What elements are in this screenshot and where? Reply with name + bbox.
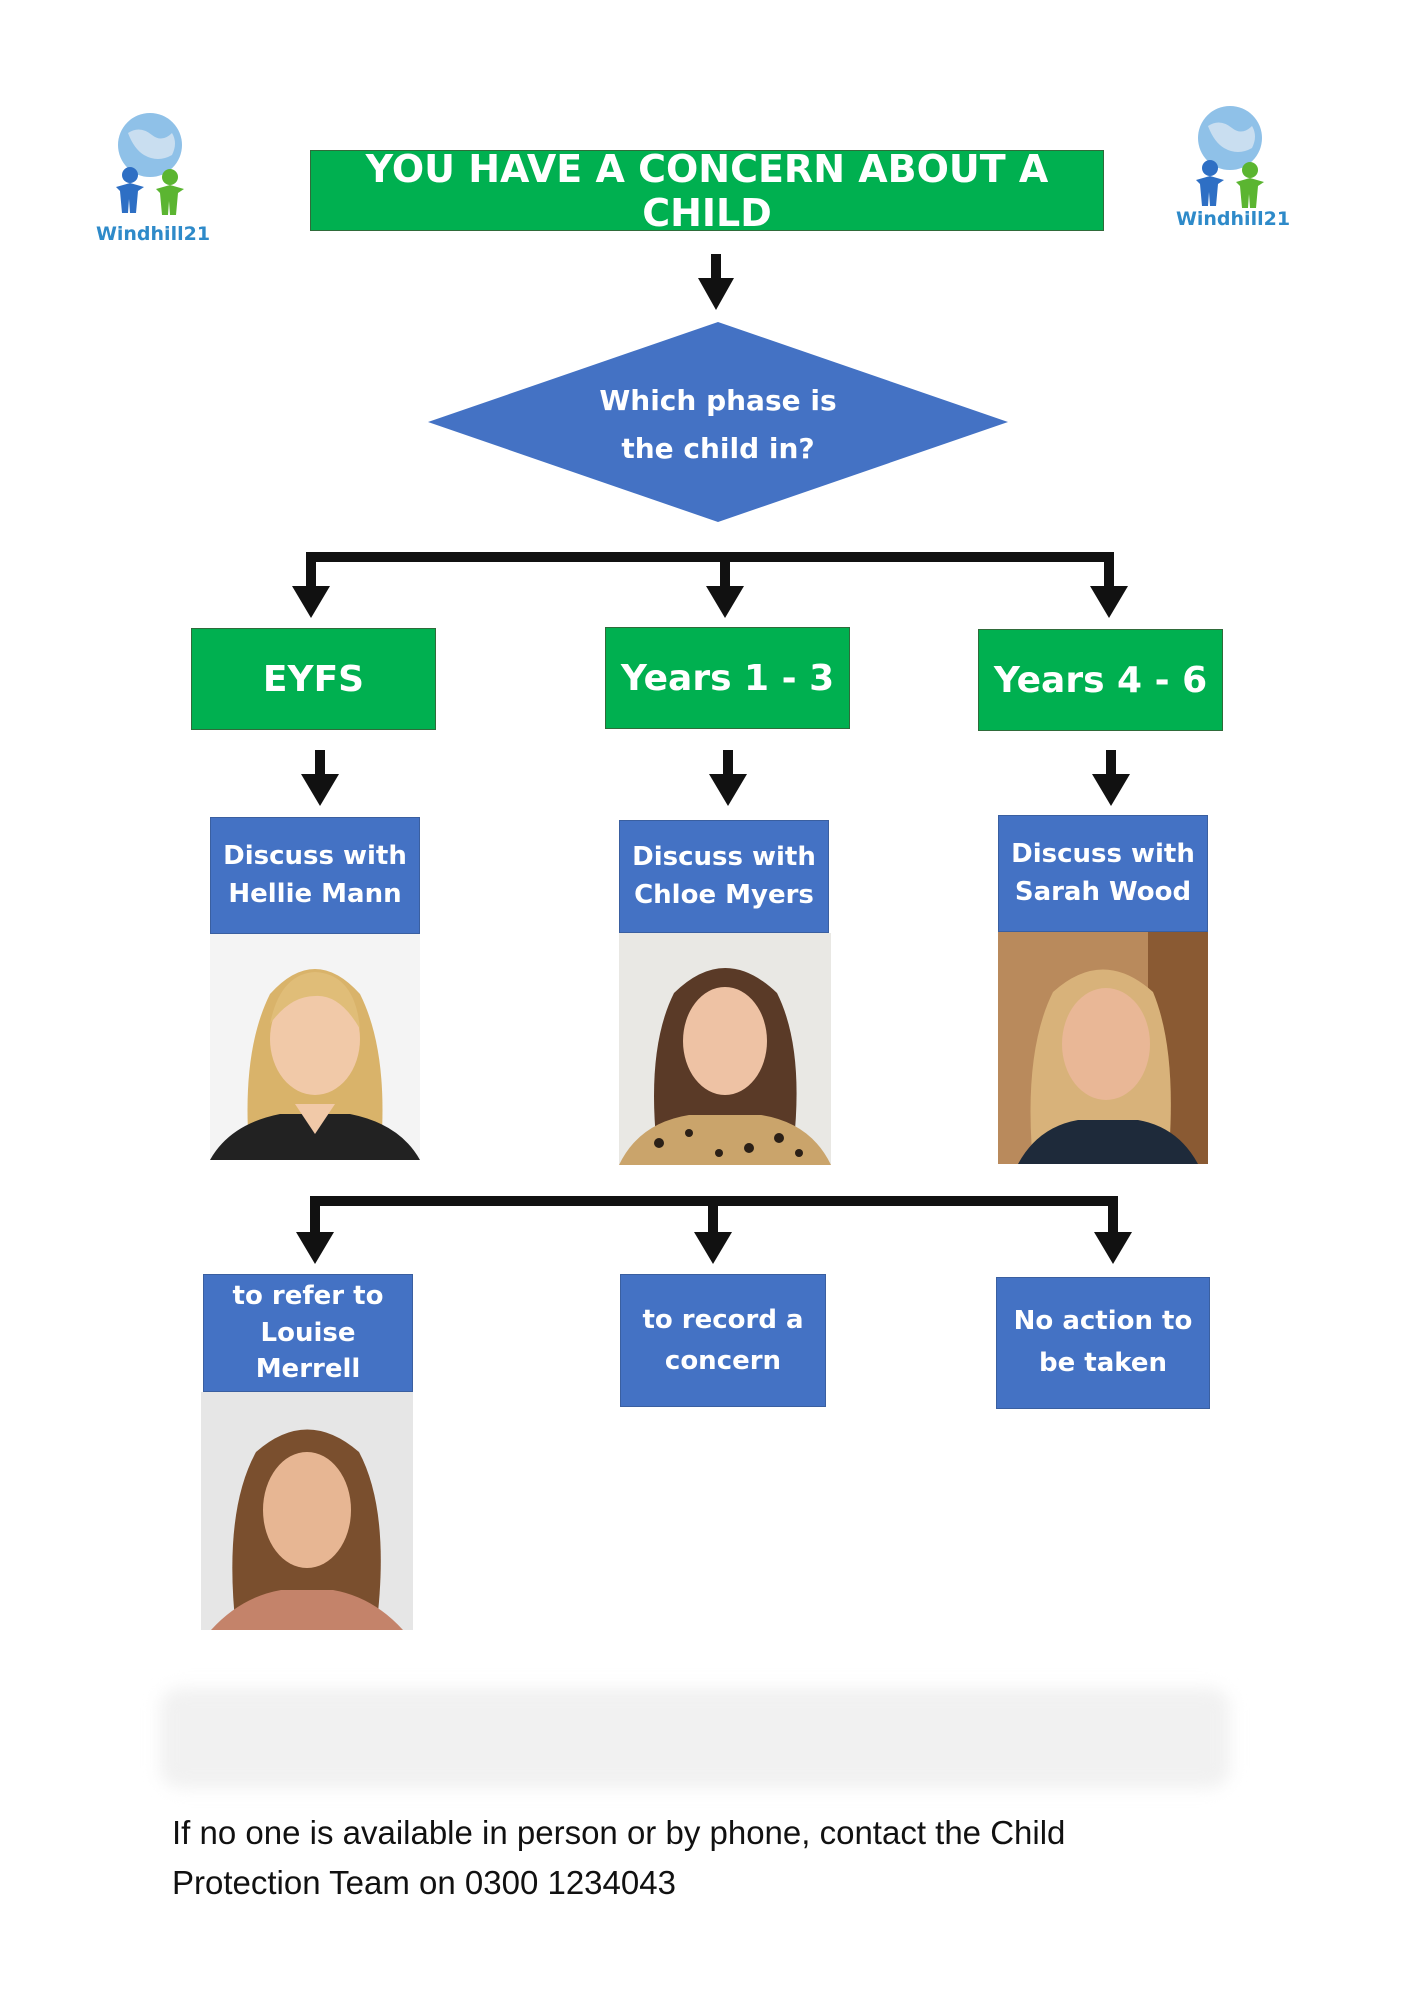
footer-line-2: Protection Team on 0300 1234043: [172, 1864, 676, 1901]
redacted-blur: [160, 1688, 1230, 1788]
outcome-line-2: be taken: [1038, 1348, 1167, 1378]
footer-line-1: If no one is available in person or by p…: [172, 1814, 1066, 1851]
windhill21-logo-left: Windhill21: [88, 105, 218, 255]
outcome-line-1: to record a: [642, 1305, 804, 1336]
logo-text: Windhill21: [1175, 208, 1291, 230]
decision-line-2: the child in?: [621, 432, 815, 465]
globe-people-icon: [116, 113, 184, 215]
contact-line-1: Discuss with: [223, 840, 407, 871]
photo-chloe-myers: [619, 933, 831, 1165]
phase-eyfs: EYFS: [191, 628, 436, 730]
decision-question: Which phase is the child in?: [528, 377, 908, 473]
arrow-header-to-decision: [711, 254, 721, 284]
phase-years-4-6: Years 4 - 6: [978, 629, 1223, 731]
outcome-record-concern: to record a concern: [620, 1274, 826, 1407]
outcome-line-2: concern: [664, 1345, 782, 1376]
footer-note: If no one is available in person or by p…: [172, 1808, 1272, 1908]
photo-louise-merrell: [201, 1392, 413, 1630]
contact-chloe-myers: Discuss with Chloe Myers: [619, 820, 829, 933]
phase-years-1-3: Years 1 - 3: [605, 627, 850, 729]
decision-line-1: Which phase is: [599, 384, 837, 417]
photo-hellie-mann: [210, 934, 420, 1160]
header-concern-box: YOU HAVE A CONCERN ABOUT A CHILD: [310, 147, 1104, 235]
windhill21-logo-right: Windhill21: [1168, 98, 1298, 248]
phase-label: Years 1 - 3: [620, 657, 835, 699]
contact-line-1: Discuss with: [632, 841, 816, 872]
outcome-refer-louise-merrell: to refer to Louise Merrell: [203, 1274, 413, 1392]
contact-name: Sarah Wood: [1014, 876, 1192, 907]
contact-name: Chloe Myers: [634, 879, 814, 910]
phase-label: EYFS: [262, 658, 365, 700]
contact-name: Hellie Mann: [228, 878, 402, 909]
outcome-line-1: to refer to: [232, 1281, 384, 1312]
outcome-no-action: No action to be taken: [996, 1277, 1210, 1409]
contact-hellie-mann: Discuss with Hellie Mann: [210, 817, 420, 934]
globe-people-icon: [1196, 106, 1264, 208]
logo-text: Windhill21: [95, 223, 211, 245]
phase-label: Years 4 - 6: [993, 659, 1208, 701]
bracket-phases: [306, 552, 1114, 562]
contact-sarah-wood: Discuss with Sarah Wood: [998, 815, 1208, 932]
header-title: YOU HAVE A CONCERN ABOUT A CHILD: [365, 146, 1049, 235]
decision-diamond: [428, 322, 1008, 522]
outcome-line-2: Louise Merrell: [255, 1317, 361, 1385]
photo-sarah-wood: [998, 932, 1208, 1164]
contact-line-1: Discuss with: [1011, 838, 1195, 869]
outcome-line-1: No action to: [1013, 1306, 1193, 1337]
